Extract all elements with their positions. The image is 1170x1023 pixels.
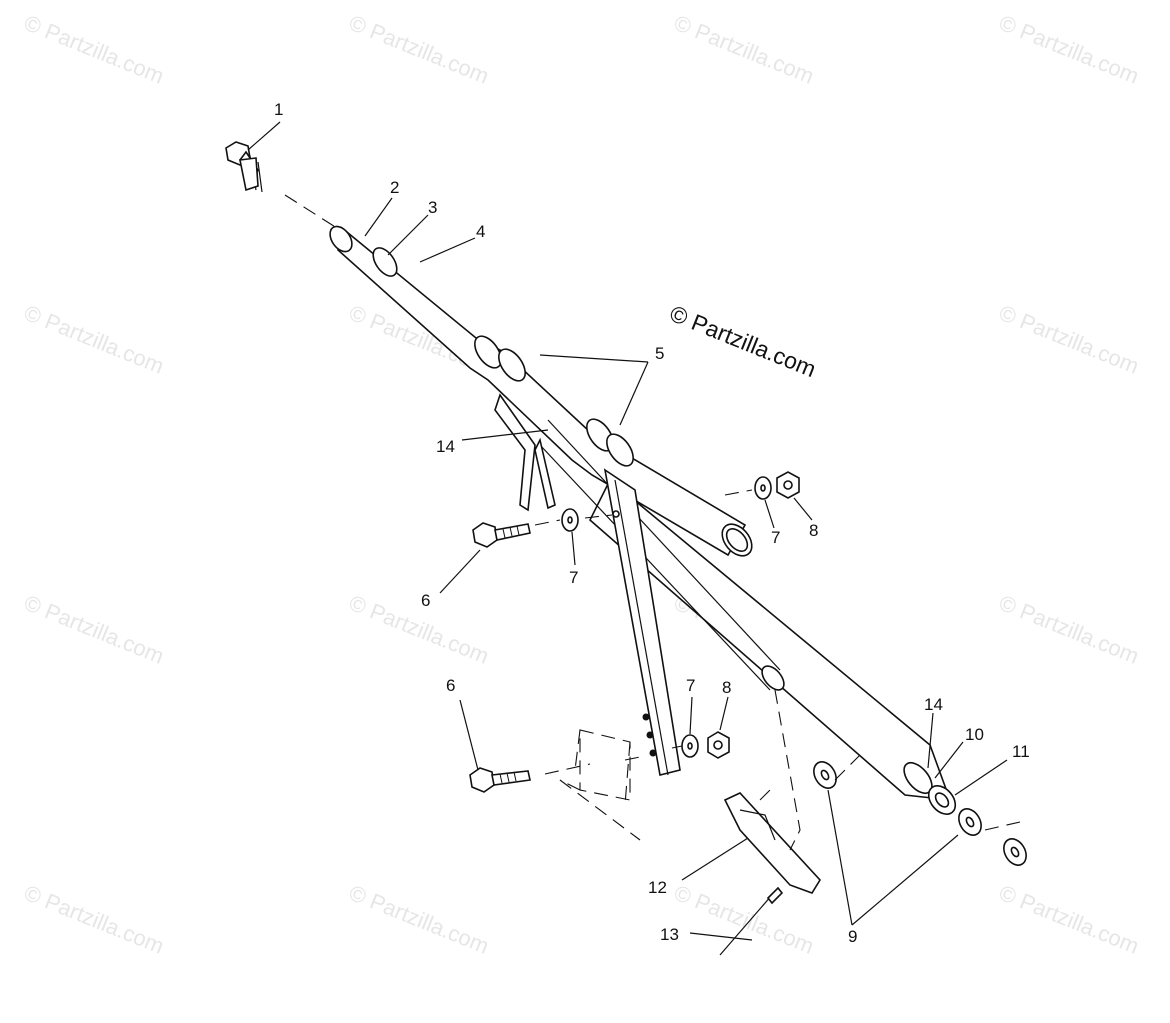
bolt-1 <box>225 141 263 193</box>
callout-5: 5 <box>655 344 665 363</box>
callout-11: 11 <box>1012 742 1030 761</box>
strap-plates <box>494 393 681 776</box>
callout-3: 3 <box>428 198 438 217</box>
callout-12: 12 <box>648 878 667 897</box>
callout-8-lower: 8 <box>722 678 732 697</box>
bracket-outline <box>559 729 641 841</box>
bolt-6-upper <box>472 522 531 548</box>
upper-tube <box>329 225 753 557</box>
callout-4: 4 <box>476 222 486 241</box>
callout-8-upper: 8 <box>809 521 819 540</box>
callout-7-lower: 7 <box>686 676 696 695</box>
callout-7-upper-right: 7 <box>771 528 781 547</box>
pin-13 <box>719 886 784 956</box>
plate-12 <box>723 792 821 894</box>
callout-7-upper-left: 7 <box>569 568 579 587</box>
bolt-6-lower <box>469 767 531 793</box>
bushing-2 <box>329 225 353 253</box>
callout-9: 9 <box>848 927 858 946</box>
assembly-line <box>284 194 341 231</box>
lower-arm <box>539 419 957 815</box>
leader-lines <box>247 121 1008 941</box>
callout-14-upper: 14 <box>436 437 455 456</box>
callout-14-lower: 14 <box>924 695 943 714</box>
callout-6-upper: 6 <box>421 591 431 610</box>
callout-10: 10 <box>965 725 984 744</box>
callout-1: 1 <box>274 100 284 119</box>
bushing-3 <box>372 247 398 277</box>
callout-2: 2 <box>390 178 400 197</box>
callout-6-lower: 6 <box>446 676 456 695</box>
callout-13: 13 <box>660 925 679 944</box>
